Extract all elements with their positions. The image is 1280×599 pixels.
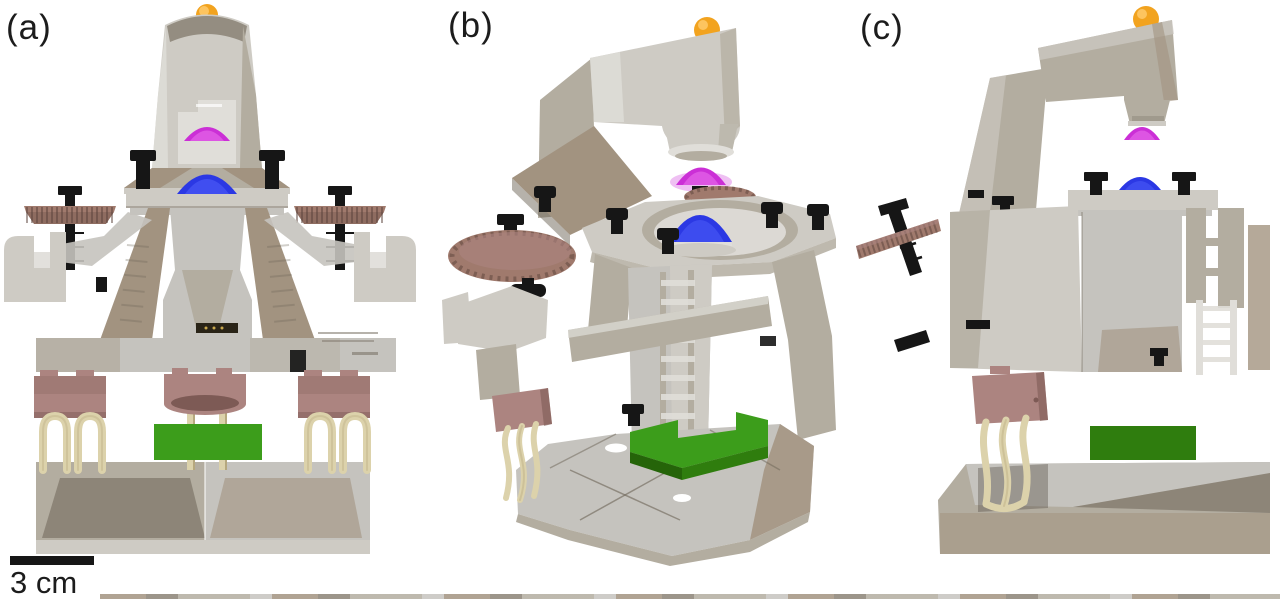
magenta-lens-dome	[670, 167, 732, 192]
body-lower-slab	[36, 323, 396, 372]
render-perspective-view	[442, 17, 836, 566]
panel-a: (a)	[0, 0, 420, 599]
lower-knurled-disc	[448, 214, 576, 302]
blue-sample-dome	[177, 174, 237, 194]
panel-c-label: (c)	[860, 8, 904, 47]
center-foot-cup	[164, 368, 246, 415]
right-frame	[1186, 208, 1270, 375]
platform-thumb-screws	[534, 186, 829, 254]
scale-bar-line	[10, 556, 94, 565]
spring-legs	[39, 411, 371, 474]
panel-b: (b)	[420, 0, 840, 599]
render-front-view	[4, 4, 416, 554]
overhead-arm	[958, 20, 1178, 218]
right-adjuster-knob	[294, 186, 386, 270]
bottom-edge-strip	[100, 594, 1280, 599]
main-body	[4, 208, 416, 340]
scale-bar-label: 3 cm	[10, 565, 78, 599]
base-knob	[622, 404, 644, 426]
render-side-view	[856, 6, 1270, 554]
panel-c: (c)	[840, 0, 1280, 599]
green-sample-block	[154, 424, 262, 460]
clamp-screws	[130, 150, 285, 189]
right-foot	[298, 370, 370, 418]
panel-a-label: (a)	[6, 8, 52, 47]
magenta-lens-dome	[184, 127, 230, 141]
green-sample-block	[1090, 426, 1196, 460]
blue-sample-dome	[664, 215, 736, 257]
upper-tower	[152, 14, 262, 168]
panel-b-label: (b)	[448, 6, 494, 45]
body-frame	[442, 250, 836, 448]
foot-and-springs	[972, 366, 1048, 512]
foot-and-spring	[492, 388, 552, 503]
floating-knurled-disc	[856, 198, 941, 276]
base-block	[36, 462, 370, 554]
green-sample-block	[630, 412, 768, 480]
main-body	[894, 206, 1182, 372]
magenta-lens-dome	[1124, 127, 1160, 140]
scale-bar: 3 cm	[10, 556, 94, 598]
curved-funnel-tower	[590, 28, 740, 161]
engraved-tag	[196, 323, 238, 333]
left-foot	[34, 370, 106, 418]
